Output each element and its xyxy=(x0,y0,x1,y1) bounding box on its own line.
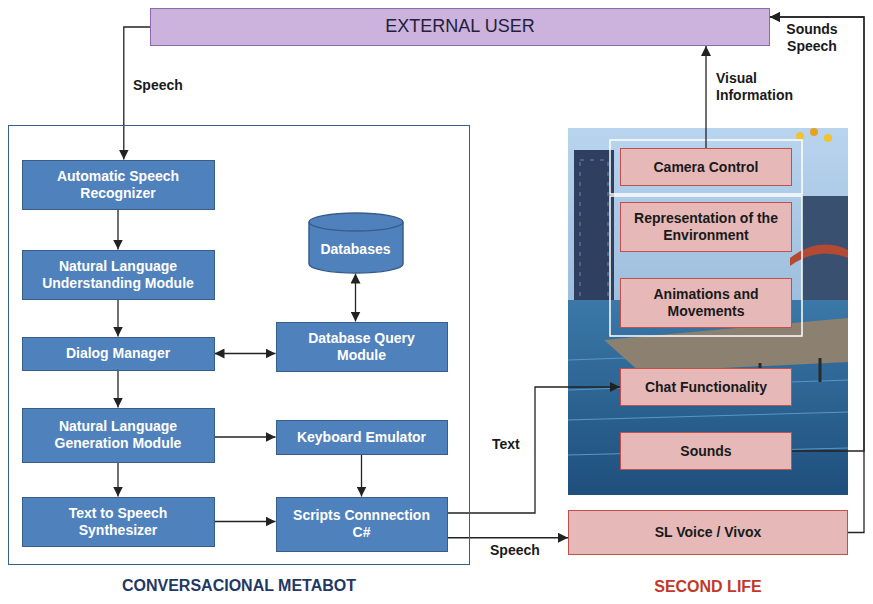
flow-arrow xyxy=(117,371,118,408)
flow-arrow xyxy=(215,353,276,354)
flow-arrow xyxy=(448,387,621,513)
feature-box: Chat Functionality xyxy=(620,368,792,406)
system-group: CONVERSACIONAL METABOTAutomatic Speech R… xyxy=(8,125,470,565)
cylinder-body xyxy=(309,213,403,273)
group-heading: CONVERSACIONAL METABOT xyxy=(9,576,469,595)
feature-box: Animations and Movements xyxy=(620,278,792,328)
node-label: Databases xyxy=(312,227,398,258)
node-label: Automatic Speech Recognizer xyxy=(23,168,214,202)
process-box: Database Query Module xyxy=(276,322,448,372)
node-label: Natural Language Generation Module xyxy=(23,418,214,452)
node-label: Text to Speech Synthesizer xyxy=(23,505,214,539)
flow-label: Speech xyxy=(490,542,550,559)
node-label: Natural Language Understanding Module xyxy=(23,258,214,292)
flow-arrow xyxy=(355,274,356,322)
node-label: Camera Control xyxy=(645,159,766,176)
process-box: Natural Language Generation Module xyxy=(22,408,215,463)
flow-arrow xyxy=(215,521,276,522)
balloon xyxy=(824,134,832,142)
flow-arrow xyxy=(117,300,118,337)
feature-box: Camera Control xyxy=(620,148,792,186)
flow-label: Sounds Speech xyxy=(780,21,844,55)
node-label: Animations and Movements xyxy=(621,286,791,320)
flow-arrow xyxy=(705,46,706,148)
process-box: Automatic Speech Recognizer xyxy=(22,160,215,210)
view-outline xyxy=(610,196,802,336)
feature-box: Sounds xyxy=(620,432,792,470)
process-box: Keyboard Emulator xyxy=(276,420,448,455)
flow-arrow xyxy=(361,455,362,497)
cylinder-rim xyxy=(309,222,403,231)
feature-box: SL Voice / Vivox xyxy=(568,510,848,555)
flow-arrow xyxy=(215,436,276,437)
actor-bar: EXTERNAL USER xyxy=(150,8,770,46)
flow-arrow xyxy=(448,537,569,538)
flow-label: Text xyxy=(492,436,530,453)
view-outline xyxy=(610,140,802,194)
feature-box: Representation of the Environment xyxy=(620,202,792,252)
node-label: Scripts Connnection C# xyxy=(277,507,447,541)
flow-label: Visual Information xyxy=(716,70,816,104)
process-box: Scripts Connnection C# xyxy=(276,497,448,552)
node-label: Dialog Manager xyxy=(58,345,178,362)
process-box: Text to Speech Synthesizer xyxy=(22,497,215,547)
node-label: Keyboard Emulator xyxy=(289,429,434,446)
group-heading: SECOND LIFE xyxy=(568,578,848,596)
node-label: EXTERNAL USER xyxy=(377,16,542,38)
process-box: Dialog Manager xyxy=(22,337,215,371)
node-label: Chat Functionality xyxy=(637,379,775,396)
node-label: Sounds xyxy=(672,443,739,460)
screenshot-sky xyxy=(568,128,848,495)
bridge xyxy=(790,245,848,266)
flow-arrow xyxy=(124,27,150,160)
flow-arrow xyxy=(117,463,118,497)
balloon xyxy=(810,128,818,136)
node-label: Database Query Module xyxy=(277,330,447,364)
node-label: SL Voice / Vivox xyxy=(647,524,770,541)
flow-arrow xyxy=(117,210,118,250)
database-cylinder: Databases xyxy=(308,212,404,274)
flow-label: Speech xyxy=(133,77,203,94)
node-label: Representation of the Environment xyxy=(621,210,791,244)
process-box: Natural Language Understanding Module xyxy=(22,250,215,300)
balloon xyxy=(796,132,804,140)
